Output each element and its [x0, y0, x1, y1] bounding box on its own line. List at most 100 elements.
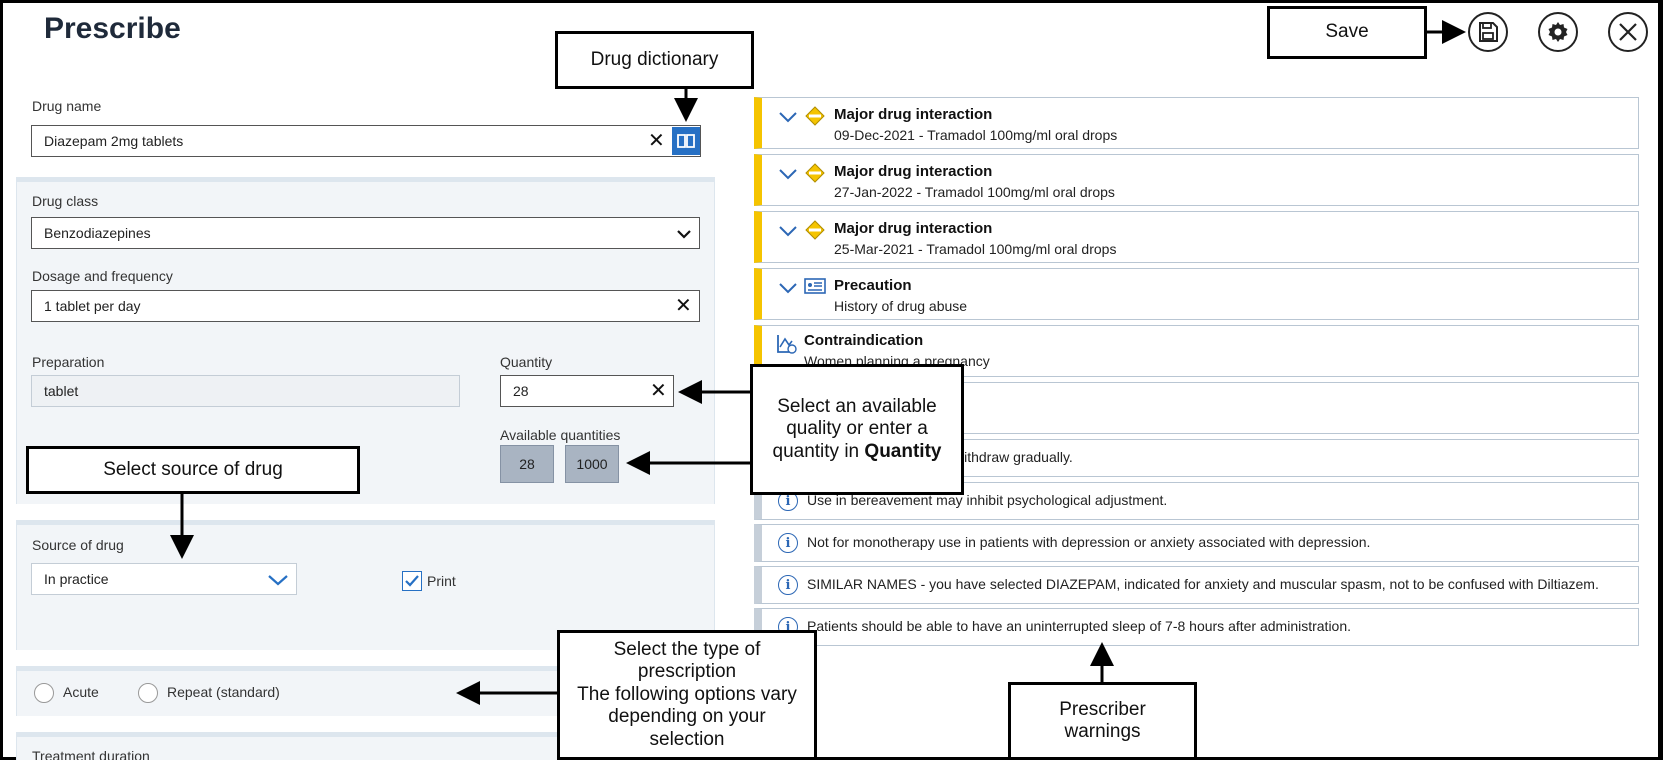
source-select[interactable]: In practice [31, 563, 297, 595]
source-callout-text: Select source of drug [103, 458, 283, 480]
info-warning-text: Not for monotherapy use in patients with… [807, 534, 1371, 550]
available-quantities-label: Available quantities [500, 427, 621, 443]
type-callout-line3: The following options vary [577, 683, 797, 705]
prescription-type-callout: Select the type of prescription The foll… [557, 630, 817, 760]
quantity-callout-line1: Select an available [777, 395, 937, 417]
clear-icon: ✕ [675, 295, 692, 317]
drug-class-value: Benzodiazepines [44, 225, 151, 241]
quantity-callout-line3: quantity in Quantity [773, 441, 942, 463]
print-checkbox[interactable] [402, 571, 422, 591]
quantity-label: Quantity [500, 354, 553, 370]
info-warning-item[interactable]: i Not for monotherapy use in patients wi… [754, 524, 1639, 562]
drug-class-select[interactable]: Benzodiazepines [31, 217, 700, 249]
save-icon [1479, 22, 1498, 42]
interaction-icon [805, 220, 825, 240]
close-icon [1619, 23, 1637, 41]
available-quantity-28-button[interactable]: 28 [500, 445, 554, 483]
print-label: Print [427, 573, 456, 589]
prescriber-warnings-callout: Prescriber warnings [1008, 682, 1197, 760]
gear-icon [1548, 22, 1568, 42]
warning-item[interactable]: Major drug interaction 25-Mar-2021 - Tra… [754, 211, 1639, 263]
precaution-card-icon [804, 278, 826, 294]
close-button[interactable] [1608, 12, 1648, 52]
drug-class-label: Drug class [32, 193, 99, 209]
warning-text-partial: withdraw gradually. [954, 449, 1073, 465]
drug-dictionary-button[interactable] [672, 127, 700, 155]
available-quantity-1000-button[interactable]: 1000 [565, 445, 619, 483]
warning-item[interactable]: Contraindication Women planning a pregna… [754, 325, 1639, 377]
dosage-label: Dosage and frequency [32, 268, 173, 284]
clear-quantity-button[interactable]: ✕ [650, 381, 667, 401]
source-callout: Select source of drug [26, 446, 360, 494]
quantity-callout: Select an available quality or enter a q… [750, 364, 964, 495]
warnings-callout-line1: Prescriber [1059, 698, 1146, 720]
quantity-value: 28 [513, 383, 529, 399]
type-callout-line1: Select the type of [613, 638, 761, 660]
radio-acute[interactable] [34, 683, 54, 703]
contraindication-icon [777, 335, 797, 354]
type-callout-line5: selection [649, 728, 725, 750]
info-warning-text: SIMILAR NAMES - you have selected DIAZEP… [807, 576, 1599, 592]
source-label: Source of drug [32, 537, 124, 553]
preparation-value: tablet [44, 383, 79, 399]
warning-title: Major drug interaction [834, 220, 993, 237]
chevron-down-icon [779, 283, 797, 294]
warning-title: Contraindication [804, 332, 924, 349]
warning-title: Precaution [834, 277, 912, 294]
warning-detail: History of drug abuse [834, 298, 968, 314]
preparation-field: tablet [31, 375, 460, 407]
clear-icon: ✕ [650, 380, 667, 402]
save-button[interactable] [1468, 12, 1508, 52]
interaction-icon [805, 163, 825, 183]
chevron-down-icon [779, 226, 797, 237]
warning-detail: 09-Dec-2021 - Tramadol 100mg/ml oral dro… [834, 127, 1118, 143]
preparation-label: Preparation [32, 354, 105, 370]
chevron-down-icon [779, 112, 797, 123]
dosage-value: 1 tablet per day [44, 298, 141, 314]
book-icon [677, 134, 695, 148]
warnings-callout-line2: warnings [1064, 721, 1141, 742]
chevron-down-icon [779, 169, 797, 180]
save-callout: Save [1267, 6, 1427, 59]
drug-name-input[interactable]: Diazepam 2mg tablets [31, 125, 701, 157]
warning-title: Major drug interaction [834, 106, 993, 123]
info-icon: i [778, 575, 798, 595]
checkmark-icon [405, 575, 419, 587]
warning-title: Major drug interaction [834, 163, 993, 180]
warning-detail: 27-Jan-2022 - Tramadol 100mg/ml oral dro… [834, 184, 1115, 200]
radio-repeat-label: Repeat (standard) [167, 684, 280, 700]
warning-detail: 25-Mar-2021 - Tramadol 100mg/ml oral dro… [834, 241, 1117, 257]
chevron-down-icon [677, 230, 691, 239]
info-warning-text: Patients should be able to have an unint… [807, 618, 1352, 634]
interaction-icon [805, 106, 825, 126]
clear-icon: ✕ [648, 130, 665, 152]
warning-item[interactable]: Precaution History of drug abuse [754, 268, 1639, 320]
info-warning-item[interactable]: i SIMILAR NAMES - you have selected DIAZ… [754, 566, 1639, 604]
type-callout-line2: prescription [637, 661, 737, 683]
drug-dictionary-callout: Drug dictionary [555, 31, 754, 89]
clear-drug-name-button[interactable]: ✕ [648, 131, 665, 151]
settings-button[interactable] [1538, 12, 1578, 52]
drug-name-label: Drug name [32, 98, 102, 114]
info-warning-text: Use in bereavement may inhibit psycholog… [807, 492, 1168, 508]
radio-acute-label: Acute [63, 684, 99, 700]
drug-dictionary-callout-text: Drug dictionary [590, 48, 719, 70]
dosage-input[interactable]: 1 tablet per day [31, 290, 700, 322]
drug-name-value: Diazepam 2mg tablets [44, 133, 184, 149]
quantity-callout-text: quantity in [772, 440, 860, 462]
quantity-callout-line2: quality or enter a [786, 418, 928, 440]
save-callout-text: Save [1325, 21, 1369, 43]
page-title: Prescribe [44, 12, 181, 45]
warning-item[interactable]: Major drug interaction 09-Dec-2021 - Tra… [754, 97, 1639, 149]
source-value: In practice [44, 571, 109, 587]
info-warning-item[interactable]: i Patients should be able to have an uni… [754, 608, 1639, 646]
radio-repeat[interactable] [138, 683, 158, 703]
warning-item[interactable]: Major drug interaction 27-Jan-2022 - Tra… [754, 154, 1639, 206]
clear-dosage-button[interactable]: ✕ [675, 296, 692, 316]
quantity-input[interactable]: 28 [500, 375, 674, 407]
type-callout-line4: depending on your [608, 706, 766, 728]
treatment-duration-label: Treatment duration [32, 748, 150, 760]
chevron-down-icon [268, 575, 288, 586]
quantity-callout-bold: Quantity [864, 440, 942, 462]
